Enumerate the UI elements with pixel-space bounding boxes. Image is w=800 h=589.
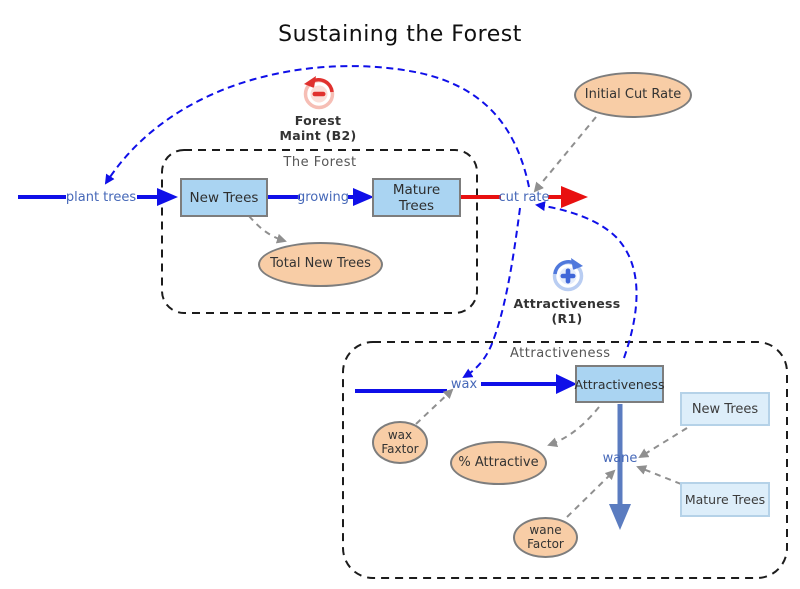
ghost-new-trees[interactable]: New Trees: [680, 392, 770, 426]
ghost-new-trees-label: New Trees: [691, 401, 759, 417]
group-border-attractiveness: [342, 341, 788, 579]
stock-new-trees[interactable]: New Trees: [180, 178, 268, 217]
aux-wane-factor[interactable]: wane Factor: [513, 517, 578, 558]
group-label-forest: The Forest: [283, 155, 357, 170]
flow-label-growing[interactable]: growing: [297, 190, 349, 205]
link-initial-cut-rate-to-cut-rate: [533, 116, 597, 193]
loop-r1-line1: Attractiveness: [513, 296, 621, 311]
loop-b2-line1: Forest: [294, 113, 342, 128]
aux-wane-factor-line2: Factor: [527, 536, 564, 551]
flow-wane-arrowhead: [609, 504, 631, 530]
feedback-links: [104, 65, 638, 379]
loop-marker-r1[interactable]: [547, 255, 589, 297]
flow-plant-trees-arrowhead: [157, 188, 178, 206]
balancing-loop-icon: [303, 76, 335, 110]
aux-pct-attractive[interactable]: % Attractive: [450, 441, 547, 485]
info-links: [248, 116, 688, 518]
loop-label-r1: Attractiveness (R1): [505, 296, 629, 326]
aux-pct-attractive-label: % Attractive: [458, 454, 539, 470]
flow-wax-arrowhead: [556, 374, 577, 394]
aux-total-new-trees-label: Total New Trees: [270, 256, 371, 272]
loop-b2-line2: Maint (B2): [279, 128, 357, 143]
link-ghost-mature-trees-to-wane: [636, 465, 682, 485]
aux-initial-cut-rate[interactable]: Initial Cut Rate: [574, 72, 692, 118]
aux-wax-factor-line1: wax: [387, 428, 413, 443]
flow-growing-arrowhead: [353, 188, 374, 206]
aux-wax-factor-line2: Faxtor: [381, 441, 419, 456]
link-ghost-new-trees-to-wane: [638, 427, 688, 459]
stock-mature-trees-label: Mature Trees: [392, 181, 441, 214]
aux-wane-factor-line1: wane: [529, 523, 562, 538]
flow-label-wane[interactable]: wane: [602, 451, 638, 466]
aux-initial-cut-rate-label: Initial Cut Rate: [584, 86, 682, 102]
group-label-attractiveness: Attractiveness: [510, 346, 611, 361]
stock-mature-trees[interactable]: Mature Trees: [372, 178, 461, 217]
loop-marker-b2[interactable]: [298, 73, 340, 115]
loop-r1-line2: (R1): [551, 311, 583, 326]
group-border-forest: [161, 149, 478, 314]
link-cut-rate-to-wax: [462, 207, 521, 379]
stock-attractiveness[interactable]: Attractiveness: [575, 365, 664, 403]
flow-cut-rate-arrowhead: [561, 186, 588, 208]
diagram-title: Sustaining the Forest: [278, 22, 522, 47]
reinforcing-loop-icon: [552, 258, 584, 292]
link-new-trees-to-total-new-trees: [248, 215, 287, 244]
loop-label-b2: Forest Maint (B2): [256, 113, 380, 143]
flow-label-wax[interactable]: wax: [450, 377, 478, 392]
stock-attractiveness-label: Attractiveness: [574, 376, 665, 392]
flow-label-plant-trees[interactable]: plant trees: [65, 190, 137, 205]
flow-wax-pipe: [355, 382, 557, 393]
link-wane-factor-to-wane: [566, 469, 616, 518]
stock-new-trees-label: New Trees: [189, 189, 259, 206]
ghost-mature-trees-label: Mature Trees: [684, 492, 766, 507]
link-cut-rate-to-plant-trees: [104, 65, 530, 188]
link-wax-factor-to-wax: [415, 388, 454, 425]
group-borders: [161, 149, 788, 579]
link-attractiveness-to-cut-rate: [535, 201, 638, 359]
aux-total-new-trees[interactable]: Total New Trees: [258, 242, 383, 287]
aux-wax-factor[interactable]: wax Faxtor: [372, 421, 428, 464]
link-attractiveness-to-pct-attractive: [547, 406, 600, 448]
ghost-mature-trees[interactable]: Mature Trees: [680, 482, 770, 517]
flow-label-cut-rate[interactable]: cut rate: [498, 190, 550, 205]
